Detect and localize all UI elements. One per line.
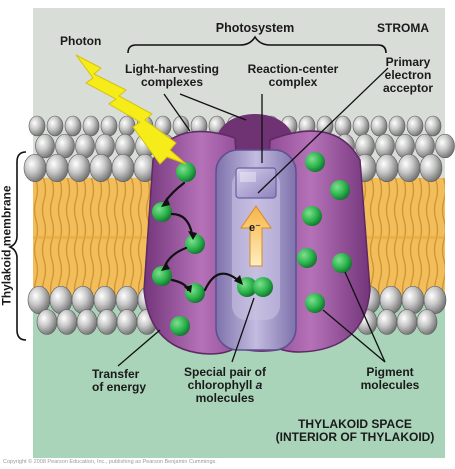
primary-acceptor-line-1: Primary	[385, 55, 431, 69]
light-harvesting-label: Light-harvesting complexes	[112, 63, 232, 89]
leader-lines	[117, 67, 389, 367]
lipid-head	[111, 153, 135, 183]
lipid-head	[375, 153, 399, 183]
arrow-heads	[161, 197, 243, 293]
pigment-molecule	[305, 152, 325, 172]
primary-electron-acceptor	[235, 167, 277, 199]
lipid-head	[46, 115, 64, 137]
thylakoid-space-label: THYLAKOID SPACE (INTERIOR OF THYLAKOID)	[265, 418, 445, 444]
pigment-molecule	[152, 202, 172, 222]
pigment-molecule	[152, 266, 172, 286]
pigment-molecules-label: Pigment molecules	[345, 366, 435, 392]
photon-label: Photon	[60, 34, 102, 48]
lipid-head	[423, 285, 447, 315]
pigment-molecule	[185, 234, 205, 254]
pigment-molecule	[305, 293, 325, 313]
special-pair-line-2: chlorophyll a	[170, 379, 280, 392]
lipid-head	[397, 153, 421, 183]
leader-light-harvesting-left	[163, 93, 191, 132]
special-pair-line-3: molecules	[195, 391, 255, 405]
light-harvesting-line-2: complexes	[140, 75, 204, 89]
lipid-head	[435, 133, 455, 159]
lipid-head	[406, 115, 424, 137]
lipid-head	[45, 153, 69, 183]
pigment-molecule	[297, 248, 317, 268]
leader-pigment-a	[344, 271, 386, 363]
lipid-head	[370, 115, 388, 137]
primary-acceptor-label: Primary electron acceptor	[370, 56, 446, 95]
lipid-head	[334, 115, 352, 137]
lipid-head	[352, 115, 370, 137]
photosystem-bracket	[127, 35, 387, 54]
italic-a: a	[255, 378, 263, 392]
leader-light-harvesting-right	[179, 93, 247, 121]
primary-acceptor-line-3: acceptor	[382, 81, 434, 95]
electron-arrow	[240, 205, 272, 267]
lipid-head	[55, 133, 75, 159]
lipid-head	[89, 153, 113, 183]
lipid-head	[56, 309, 78, 335]
lipid-head	[82, 115, 100, 137]
electron-label: e⁻	[249, 222, 261, 234]
lipid-head	[424, 115, 442, 137]
reaction-center-line-1: Reaction-center	[247, 62, 339, 76]
lipid-head	[116, 309, 138, 335]
lipid-head	[379, 285, 403, 315]
pigment-molecule	[330, 180, 350, 200]
thylakoid-space-line-1: THYLAKOID SPACE	[298, 417, 412, 431]
reaction-center-line-2: complex	[268, 75, 318, 89]
thylakoid-space-line-2: (INTERIOR OF THYLAKOID)	[275, 430, 435, 444]
special-pair-line-1: Special pair of	[183, 365, 267, 379]
lipid-head	[376, 309, 398, 335]
transfer-line-1: Transfer	[92, 367, 140, 381]
membrane-bracket	[7, 151, 27, 341]
transfer-line-2: of energy	[92, 380, 147, 394]
leader-transfer	[117, 329, 161, 367]
pigment-molecule	[170, 316, 190, 336]
pigment-molecule	[332, 253, 352, 273]
leader-special-pair	[231, 297, 255, 363]
lipid-head	[396, 309, 418, 335]
pigment-line-1: Pigment	[366, 365, 414, 379]
pigment-molecule	[176, 162, 196, 182]
lipid-head	[36, 309, 58, 335]
pigment-line-2: molecules	[360, 378, 420, 392]
stroma-label: STROMA	[377, 21, 429, 35]
pigment-molecules	[152, 152, 352, 336]
lipid-head	[28, 115, 46, 137]
lipid-head	[388, 115, 406, 137]
special-pair-chlorophyll	[253, 277, 273, 297]
copyright-text: Copyright © 2008 Pearson Education, Inc.…	[3, 459, 217, 465]
photosystem-label: Photosystem	[215, 21, 295, 35]
pigment-molecule	[302, 206, 322, 226]
lipid-head	[67, 153, 91, 183]
thylakoid-membrane-label: Thylakoid membrane	[0, 185, 14, 306]
leader-pigment-b	[322, 309, 386, 363]
leader-primary-acceptor	[257, 67, 389, 194]
lipid-head	[416, 309, 438, 335]
lipid-head	[96, 309, 118, 335]
transfer-energy-label: Transfer of energy	[92, 368, 146, 394]
lipid-head	[100, 115, 118, 137]
lipid-head	[35, 133, 55, 159]
special-pair-label: Special pair of chlorophyll a molecules	[170, 366, 280, 405]
lipid-head	[64, 115, 82, 137]
photon-lightning	[75, 54, 187, 165]
lipid-head	[23, 153, 47, 183]
reaction-center-label: Reaction-center complex	[238, 63, 348, 89]
special-pair-line-2-text: chlorophyll a	[187, 378, 263, 392]
light-harvesting-line-1: Light-harvesting	[124, 62, 219, 76]
lipid-head	[118, 115, 136, 137]
lipid-head	[76, 309, 98, 335]
lipid-head	[419, 153, 443, 183]
lipid-head	[71, 285, 95, 315]
energy-transfer-arrow	[170, 212, 194, 236]
primary-acceptor-line-2: electron	[384, 68, 432, 82]
